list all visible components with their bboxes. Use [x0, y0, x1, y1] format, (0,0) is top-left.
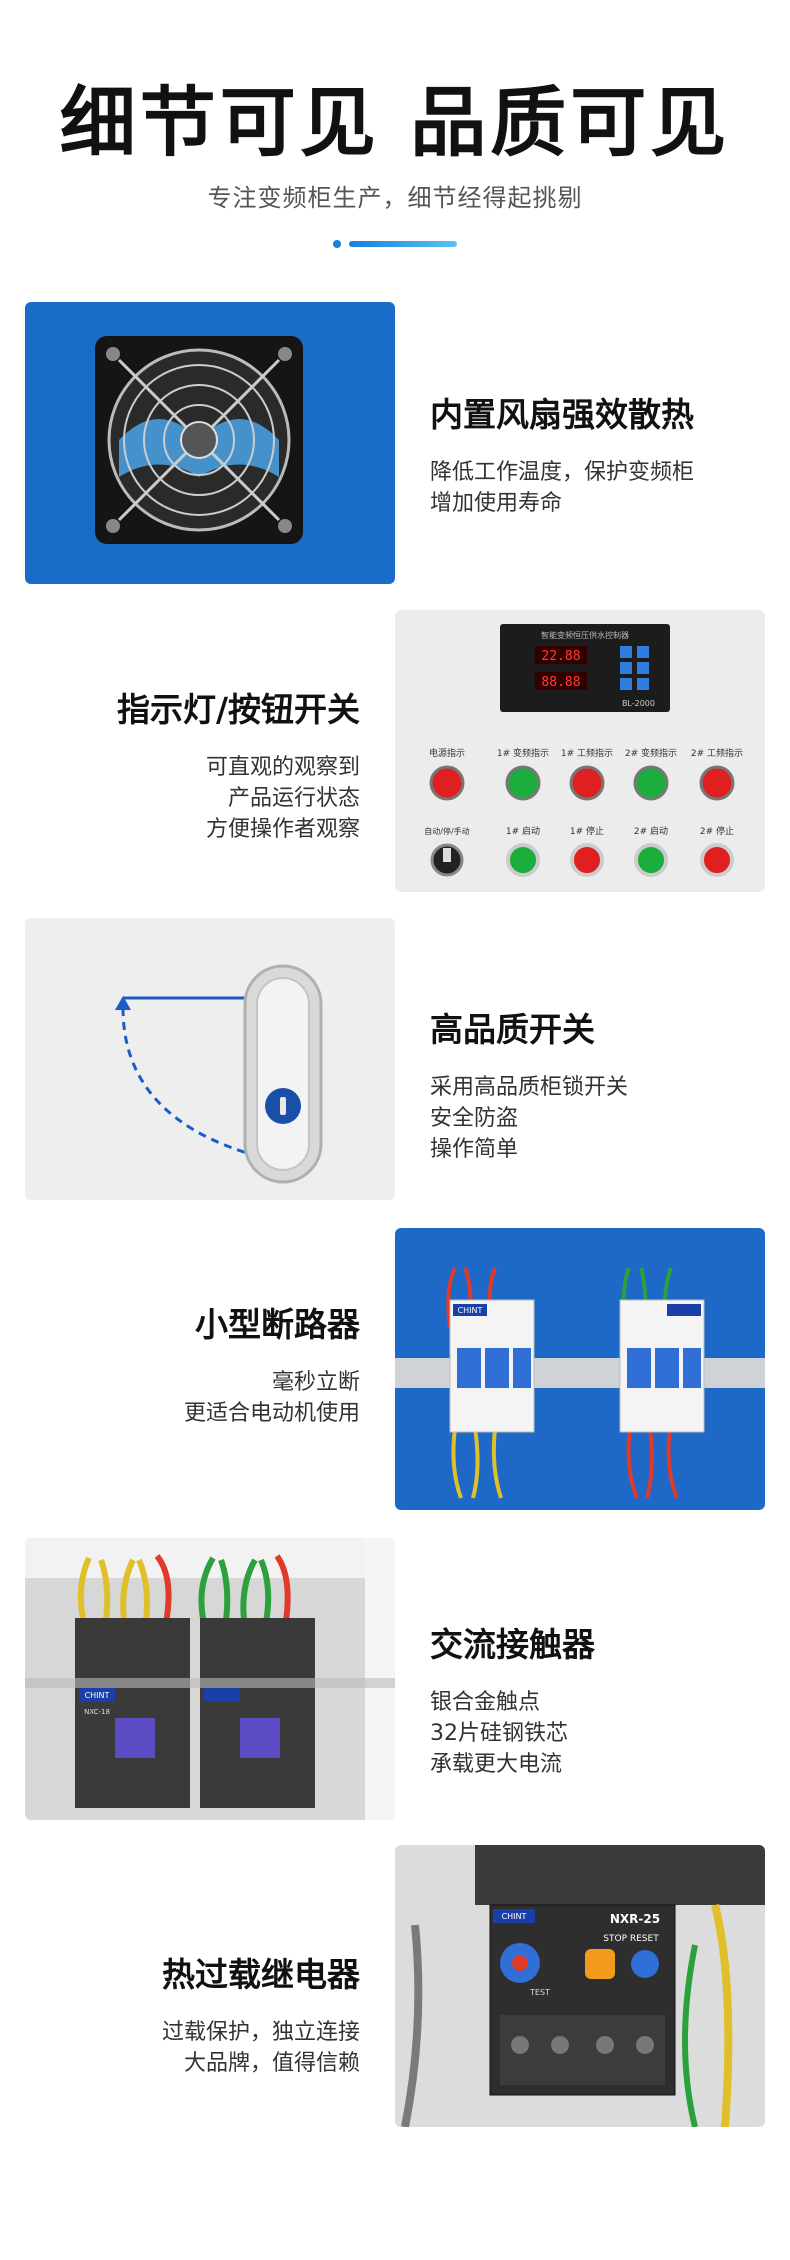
- feature-lock-line: 操作简单: [430, 1137, 519, 1162]
- feature-indicator-line: 方便操作者观察: [205, 817, 360, 842]
- feature-relay-line: 过载保护，独立连接: [161, 2020, 360, 2045]
- feature-contactor-line: 承载更大电流: [430, 1752, 563, 1777]
- feature-breaker: 小型断路器 毫秒立断 更适合电动机使用: [20, 1305, 360, 1429]
- accent-bar: [349, 241, 457, 247]
- controller-title: 智能变频恒压供水控制器: [541, 630, 629, 640]
- contactor-brand: CHINT: [85, 1691, 110, 1700]
- feature-relay-title: 热过载继电器: [162, 1955, 360, 1994]
- feature-fan: 内置风扇强效散热 降低工作温度，保护变频柜 增加使用寿命: [430, 395, 770, 519]
- relay-image: CHINT NXR-25 STOP RESET TEST: [395, 1845, 765, 2127]
- row1-label: 电源指示: [429, 747, 465, 759]
- feature-lock: 高品质开关 采用高品质柜锁开关 安全防盗 操作简单: [430, 1010, 770, 1165]
- breaker-image: CHINT: [395, 1228, 765, 1510]
- feature-fan-line: 降低工作温度，保护变频柜: [430, 460, 695, 485]
- contactor-model: NXC-18: [84, 1708, 110, 1716]
- relay-model: NXR-25: [610, 1912, 660, 1926]
- feature-relay-line: 大品牌，值得信赖: [183, 2051, 360, 2076]
- feature-contactor-title: 交流接触器: [430, 1625, 595, 1664]
- feature-fan-title: 内置风扇强效散热: [430, 395, 694, 434]
- feature-lock-line: 采用高品质柜锁开关: [430, 1075, 629, 1100]
- relay-labels: STOP RESET: [603, 1934, 659, 1944]
- title-accent-divider: [333, 240, 457, 248]
- row2-label: 1# 启动: [506, 825, 540, 837]
- feature-indicator-line: 产品运行状态: [227, 786, 360, 811]
- feature-contactor: 交流接触器 银合金触点 32片硅钢铁芯 承载更大电流: [430, 1625, 770, 1780]
- row1-label: 2# 变频指示: [625, 747, 677, 759]
- feature-breaker-line: 毫秒立断: [271, 1370, 360, 1395]
- feature-indicator-title: 指示灯/按钮开关: [116, 690, 360, 729]
- lock-image: [25, 918, 395, 1200]
- row2-label: 2# 停止: [700, 825, 734, 837]
- row1-label: 2# 工频指示: [691, 747, 743, 759]
- row2-label: 自动/停/手动: [424, 826, 469, 836]
- row2-label: 1# 停止: [570, 825, 604, 837]
- row1-label: 1# 工频指示: [561, 747, 613, 759]
- row1-label: 1# 变频指示: [497, 747, 549, 759]
- fan-image: [25, 302, 395, 584]
- display-bottom: 88.88: [541, 675, 580, 690]
- breaker-brand: CHINT: [458, 1306, 483, 1315]
- feature-contactor-line: 32片硅钢铁芯: [430, 1721, 568, 1746]
- page-subtitle: 专注变频柜生产，细节经得起挑剔: [207, 184, 583, 212]
- relay-test-label: TEST: [529, 1988, 550, 1997]
- feature-indicator: 指示灯/按钮开关 可直观的观察到 产品运行状态 方便操作者观察: [20, 690, 360, 845]
- feature-breaker-line: 更适合电动机使用: [183, 1401, 360, 1426]
- controller-model: BL-2000: [622, 699, 655, 708]
- control-panel-image: 智能变频恒压供水控制器 22.88 88.88 BL-2000 电源指示 1# …: [395, 610, 765, 892]
- relay-brand: CHINT: [502, 1912, 527, 1921]
- feature-relay: 热过载继电器 过载保护，独立连接 大品牌，值得信赖: [20, 1955, 360, 2079]
- feature-breaker-title: 小型断路器: [195, 1305, 360, 1344]
- feature-lock-line: 安全防盗: [430, 1106, 519, 1131]
- accent-dot: [333, 240, 341, 248]
- feature-indicator-line: 可直观的观察到: [205, 755, 360, 780]
- feature-contactor-line: 银合金触点: [430, 1690, 541, 1715]
- feature-lock-title: 高品质开关: [430, 1010, 595, 1049]
- feature-fan-line: 增加使用寿命: [430, 491, 563, 516]
- page-title: 细节可见 品质可见: [59, 78, 731, 167]
- display-top: 22.88: [541, 649, 580, 664]
- contactor-image: CHINT NXC-18: [25, 1538, 395, 1820]
- row2-label: 2# 启动: [634, 825, 668, 837]
